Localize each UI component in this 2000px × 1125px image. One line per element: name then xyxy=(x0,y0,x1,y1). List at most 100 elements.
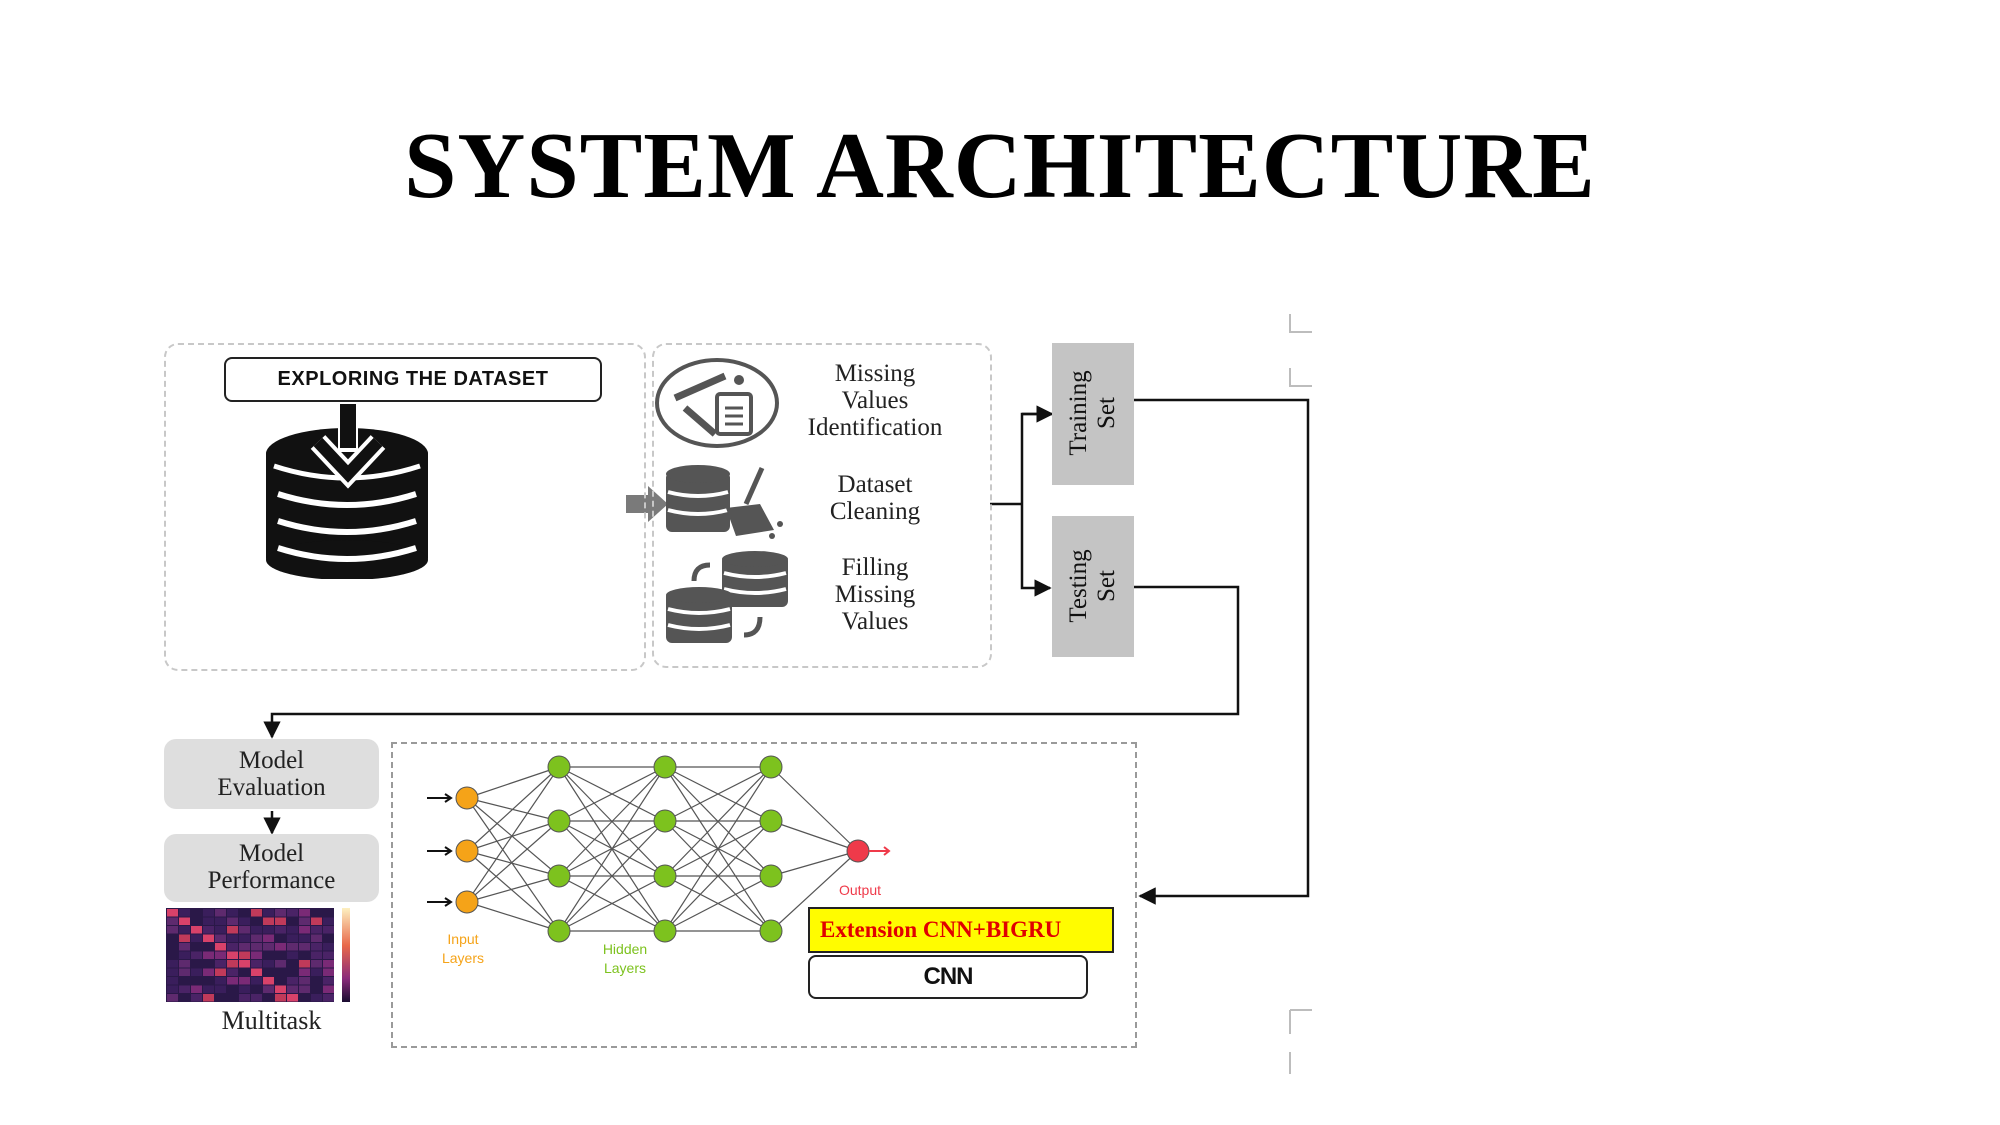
heatmap-cell xyxy=(239,985,250,993)
input-node xyxy=(455,839,479,863)
nn-connection xyxy=(466,820,560,903)
heatmap-cell xyxy=(323,926,334,934)
heatmap-cell xyxy=(167,994,178,1002)
heatmap-cell xyxy=(179,994,190,1002)
heatmap-cell xyxy=(299,968,310,976)
heatmap-cell xyxy=(251,994,262,1002)
heatmap-cell xyxy=(179,943,190,951)
heatmap-cell xyxy=(251,985,262,993)
input-arrow xyxy=(427,897,453,907)
heatmap-cell xyxy=(191,909,202,917)
input-arrow xyxy=(427,793,453,803)
heatmap-cell xyxy=(251,968,262,976)
heatmap-cell xyxy=(179,985,190,993)
heatmap-cell xyxy=(275,985,286,993)
heatmap-cell xyxy=(215,926,226,934)
heatmap-cell xyxy=(275,977,286,985)
heatmap-cell xyxy=(251,934,262,942)
heatmap-cell xyxy=(179,951,190,959)
heatmap-cell xyxy=(323,994,334,1002)
heatmap-cell xyxy=(215,951,226,959)
heatmap-cell xyxy=(263,909,274,917)
heatmap-cell xyxy=(239,926,250,934)
heatmap-cell xyxy=(215,960,226,968)
heatmap-cell xyxy=(311,985,322,993)
heatmap-cell xyxy=(203,926,214,934)
nn-connection xyxy=(466,901,560,932)
neural-network-diagram xyxy=(427,755,891,943)
heatmap-cell xyxy=(323,934,334,942)
multitask-heatmap xyxy=(166,908,350,1002)
heatmap-cell xyxy=(227,934,238,942)
heatmap-cell xyxy=(167,926,178,934)
heatmap-cell xyxy=(323,951,334,959)
nn-connection xyxy=(664,875,772,932)
heatmap-cell xyxy=(179,960,190,968)
heatmap-cell xyxy=(239,977,250,985)
output-node xyxy=(846,839,870,863)
heatmap-cell xyxy=(323,968,334,976)
preprocessing-panel xyxy=(652,343,992,668)
hidden-node xyxy=(759,755,783,779)
multitask-label: Multitask xyxy=(221,1006,322,1035)
heatmap-cell xyxy=(167,968,178,976)
cnn-label: CNN xyxy=(808,955,1088,999)
heatmap-cell xyxy=(191,934,202,942)
heatmap-cell xyxy=(227,909,238,917)
heatmap-cell xyxy=(239,943,250,951)
heatmap-cell xyxy=(323,977,334,985)
heatmap-cell xyxy=(263,934,274,942)
missing-values-icon xyxy=(655,358,779,448)
heatmap-cell xyxy=(179,934,190,942)
heatmap-cell xyxy=(179,926,190,934)
heatmap-cell xyxy=(311,926,322,934)
nn-connection xyxy=(466,797,560,877)
heatmap-cell xyxy=(275,951,286,959)
hidden-node xyxy=(653,809,677,833)
neural-network-panel xyxy=(391,742,1137,1048)
heatmap-cell xyxy=(191,926,202,934)
extension-cnn-bigru-label: Extension CNN+BIGRU xyxy=(808,907,1114,953)
heatmap-cell xyxy=(191,985,202,993)
heatmap-cell xyxy=(311,951,322,959)
heatmap-cell xyxy=(167,951,178,959)
heatmap-cell xyxy=(323,909,334,917)
heatmap-cell xyxy=(287,934,298,942)
heatmap-cell xyxy=(215,977,226,985)
heatmap-cell xyxy=(287,917,298,925)
heatmap-cell xyxy=(191,951,202,959)
heatmap-cell xyxy=(251,977,262,985)
heatmap-cell xyxy=(191,977,202,985)
heatmap-cell xyxy=(299,994,310,1002)
heatmap-cell xyxy=(263,960,274,968)
dataset-cleaning-icon xyxy=(666,465,783,539)
heatmap-cell xyxy=(239,994,250,1002)
nn-connection xyxy=(664,766,772,877)
heatmap-cell xyxy=(299,909,310,917)
heatmap-cell xyxy=(203,943,214,951)
hidden-node xyxy=(759,919,783,943)
heatmap-cell xyxy=(215,968,226,976)
heatmap-cell xyxy=(311,960,322,968)
nn-connection xyxy=(770,820,859,852)
heatmap-cell xyxy=(311,968,322,976)
nn-connection xyxy=(558,766,666,932)
heatmap-cell xyxy=(323,917,334,925)
heatmap-cell xyxy=(239,917,250,925)
hidden-node xyxy=(653,755,677,779)
training-to-network-line xyxy=(1134,398,1310,905)
heatmap-cell xyxy=(323,985,334,993)
heatmap-cell xyxy=(251,951,262,959)
heatmap-cell xyxy=(179,909,190,917)
hidden-node xyxy=(653,864,677,888)
heatmap-cell xyxy=(167,917,178,925)
heatmap-cell xyxy=(227,951,238,959)
heatmap-cell xyxy=(287,968,298,976)
heatmap-cell xyxy=(203,934,214,942)
heatmap-cell xyxy=(167,960,178,968)
exploring-dataset-label: EXPLORING THE DATASET xyxy=(224,357,602,402)
